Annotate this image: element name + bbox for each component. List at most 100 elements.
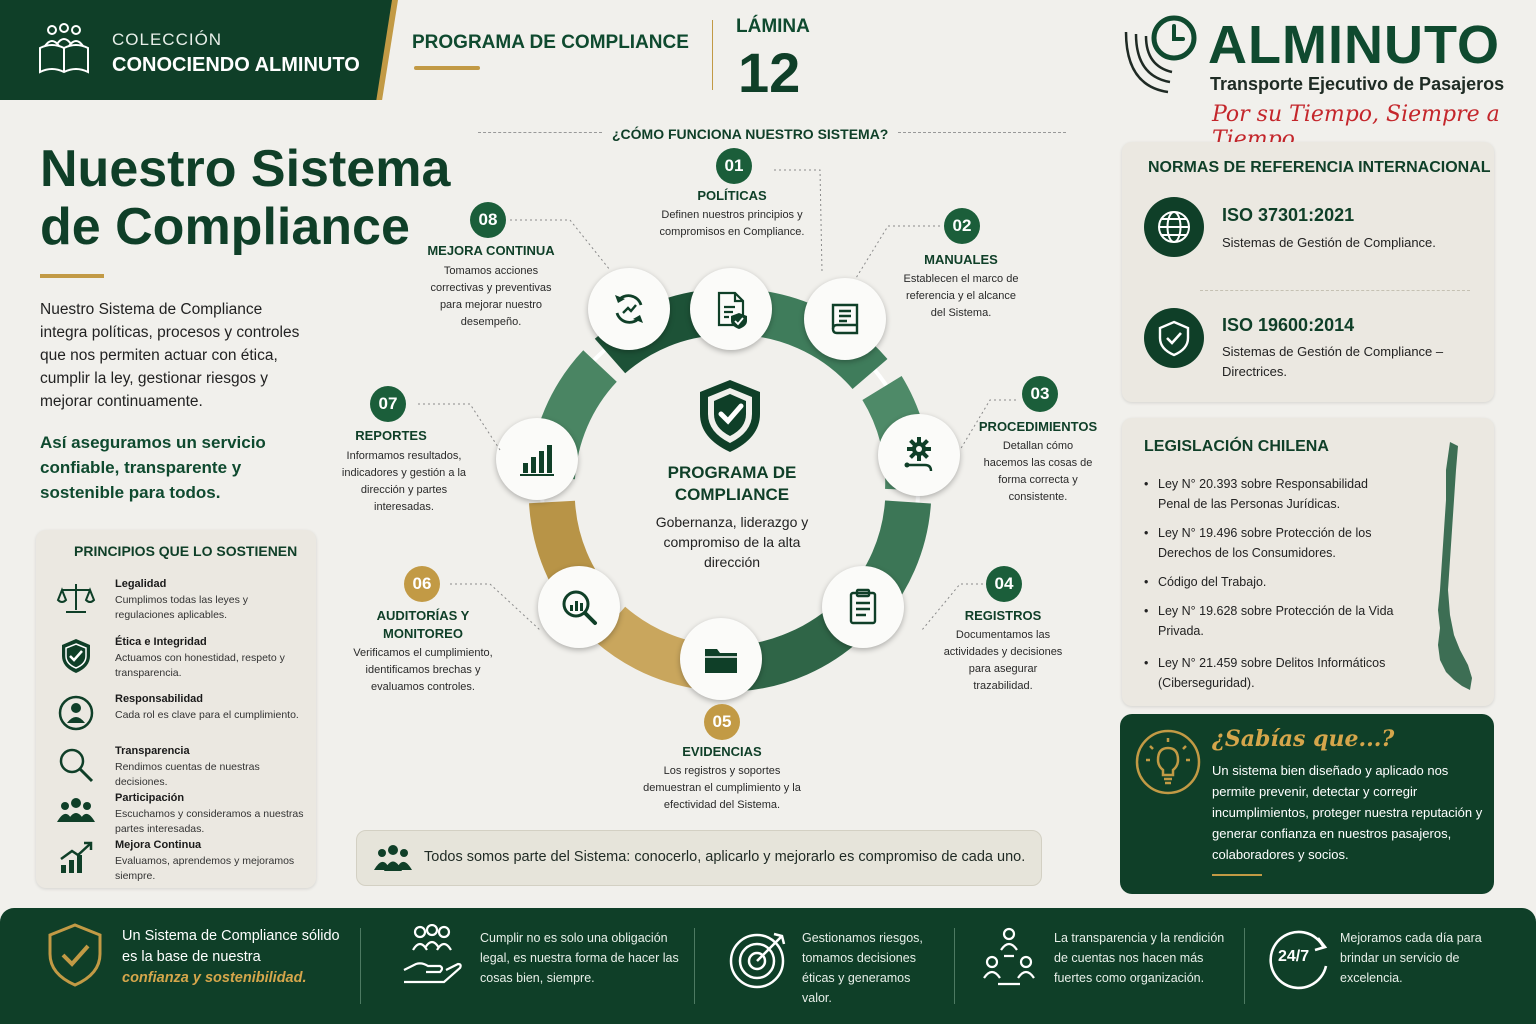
footer-bar (0, 908, 1536, 1024)
clipboard-icon (849, 588, 877, 625)
ring-node-politicas (690, 268, 772, 350)
title-underline (40, 274, 104, 278)
principle-title: Participación (115, 792, 185, 804)
footer-item-5: Mejoramos cada día para brindar un servi… (1340, 931, 1482, 985)
page-title-line1: Nuestro Sistema (40, 140, 451, 198)
footer-item-4: La transparencia y la rendición de cuent… (1054, 931, 1225, 985)
lightbulb-icon (1135, 729, 1201, 795)
sabias-card (1120, 714, 1494, 894)
highlight-text: Así aseguramos un servicio confiable, tr… (40, 433, 266, 502)
sabias-body: Un sistema bien diseñado y aplicado nos … (1212, 763, 1483, 862)
step-number: 02 (944, 208, 980, 244)
ring-node-manuales (804, 278, 886, 360)
principle-title: Ética e Integridad (115, 636, 207, 648)
step-desc: Los registros y soportes demuestran el c… (643, 765, 801, 811)
globe-icon (1158, 211, 1190, 243)
collection-label: COLECCIÓN (112, 30, 223, 49)
law-item: Código del Trabajo. (1144, 572, 1398, 592)
step-desc: Verificamos el cumplimiento, identificam… (353, 647, 493, 693)
ring-node-procedimientos (878, 414, 960, 496)
brand-subtitle: Transporte Ejecutivo de Pasajeros (1210, 74, 1505, 94)
footer-item-1-text: Un Sistema de Compliance sólido es la ba… (122, 928, 340, 965)
step-number: 01 (716, 148, 752, 184)
growth-chart-icon (60, 841, 93, 873)
target-icon (729, 932, 786, 989)
step-title: REGISTROS (964, 608, 1042, 623)
step-title: MEJORA CONTINUA (427, 243, 555, 258)
reading-book-icon (39, 23, 89, 74)
normas-divider (1200, 290, 1470, 291)
step-title: MANUALES (924, 252, 998, 267)
page-title-line2: de Compliance (40, 198, 410, 256)
question-rule-left (478, 132, 602, 133)
badge-247: 24/7 (1278, 948, 1310, 965)
hand-people-icon (403, 924, 462, 984)
program-underline (414, 66, 480, 70)
principles-title: PRINCIPIOS QUE LO SOSTIENEN (74, 543, 298, 559)
footer-divider (360, 928, 361, 1004)
step-desc: Definen nuestros principios y compromiso… (659, 209, 805, 238)
step-desc: Establecen el marco de referencia y el a… (903, 273, 1019, 319)
intro-text: Nuestro Sistema de Compliance integra po… (40, 301, 300, 410)
compliance-shield-icon (700, 380, 760, 452)
norma-icon-badge (1144, 197, 1204, 257)
section-question: ¿CÓMO FUNCIONA NUESTRO SISTEMA? (612, 126, 889, 142)
step-title: POLÍTICAS (697, 188, 767, 203)
step-number: 07 (370, 386, 406, 422)
connector-lines (418, 169, 1016, 631)
shield-check-icon (1158, 320, 1190, 357)
law-item: Ley N° 19.628 sobre Protección de la Vid… (1144, 601, 1398, 641)
principle-title: Mejora Continua (115, 839, 202, 851)
law-item: Ley N° 20.393 sobre Responsabilidad Pena… (1144, 474, 1398, 514)
person-icon (58, 695, 94, 731)
step-number: 06 (404, 566, 440, 602)
law-item: Ley N° 19.496 sobre Protección de los De… (1144, 523, 1398, 563)
bar-chart-icon (520, 445, 554, 476)
step-title: REPORTES (355, 428, 427, 443)
step-number: 03 (1022, 376, 1058, 412)
ring-node-reportes (496, 418, 578, 500)
clock-247-icon (1269, 930, 1328, 990)
footer-item-1: Un Sistema de Compliance sólido es la ba… (122, 926, 346, 989)
footer-divider (1244, 928, 1245, 1004)
step-desc: Documentamos las actividades y decisione… (943, 629, 1063, 692)
step-desc: Informamos resultados, indicadores y ges… (341, 450, 467, 513)
step-title: AUDITORÍAS Y MONITOREO (376, 608, 470, 641)
scales-icon (56, 584, 96, 613)
norma-desc: Sistemas de Gestión de Compliance. (1222, 235, 1436, 250)
group-icon (57, 798, 95, 822)
ring-node-auditorias (538, 566, 620, 648)
legislacion-title: LEGISLACIÓN CHILENA (1144, 438, 1329, 455)
collection-badge (0, 0, 392, 100)
law-item: Ley N° 21.459 sobre Delitos Informáticos… (1144, 653, 1398, 693)
brand-name: ALMINUTO (1208, 15, 1500, 75)
header-divider (712, 20, 713, 90)
question-rule-right (898, 132, 1066, 133)
gear-process-icon (904, 437, 933, 472)
ring-node-registros (822, 566, 904, 648)
team-message: Todos somos parte del Sistema: conocerlo… (424, 849, 1026, 865)
norma-code: ISO 19600:2014 (1222, 315, 1355, 335)
step-title: PROCEDIMIENTOS (978, 419, 1098, 434)
sabias-underline (1212, 874, 1262, 876)
footer-item-3: Gestionamos riesgos, tomamos decisiones … (802, 931, 923, 1005)
ring-node-mejora (588, 268, 670, 350)
lamina-label: LÁMINA (736, 16, 810, 37)
refresh-cycle-icon (615, 294, 643, 324)
magnifier-icon (59, 748, 94, 783)
principle-title: Responsabilidad (115, 693, 204, 705)
page-title: Nuestro Sistema de Compliance (40, 140, 460, 256)
step-desc: Detallan cómo hacemos las cosas de forma… (983, 440, 1093, 503)
lamina-number: 12 (738, 41, 801, 104)
ring-node-evidencias (680, 618, 762, 700)
footer-divider (954, 928, 955, 1004)
footer-item-2: Cumplir no es solo una obligación legal,… (480, 931, 679, 985)
team-icon (374, 845, 412, 871)
team-message-bar (356, 830, 1042, 886)
folder-icon (705, 649, 737, 673)
principle-desc: Escuchamos y consideramos a nuestras par… (115, 808, 304, 835)
principle-desc: Evaluamos, aprendemos y mejoramos siempr… (115, 855, 295, 882)
chile-map-icon (1438, 442, 1472, 690)
sabias-title: ¿Sabías que...? (1212, 726, 1395, 752)
audit-magnifier-icon (562, 590, 597, 625)
